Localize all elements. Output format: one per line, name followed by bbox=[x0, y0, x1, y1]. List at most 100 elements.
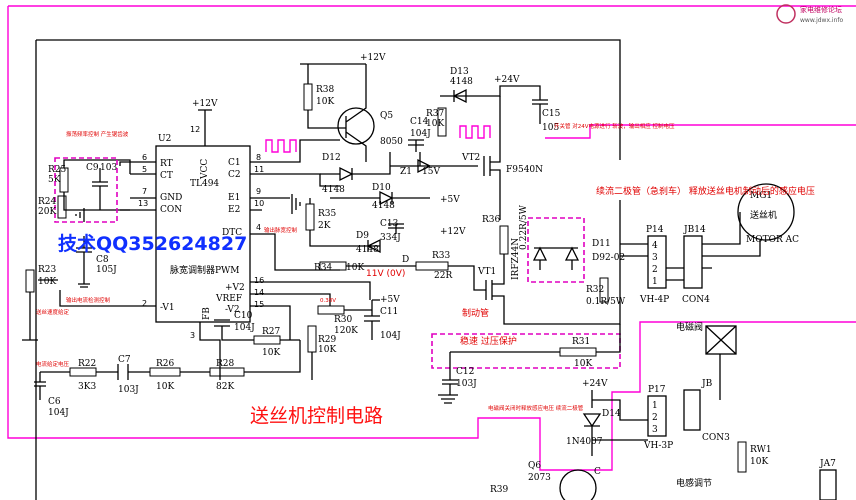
c11-capacitor bbox=[311, 299, 380, 380]
r22-ref: R22 bbox=[78, 359, 96, 369]
r34-ref: R34 bbox=[314, 263, 333, 273]
r31-ref: R31 bbox=[572, 337, 590, 347]
c8-ref: C8 bbox=[96, 255, 109, 265]
node-d: D bbox=[402, 255, 409, 265]
r33-resistor bbox=[415, 261, 449, 271]
pin-4: 4 bbox=[256, 223, 261, 232]
p17-pin-2: 2 bbox=[652, 413, 658, 423]
r27-resistor bbox=[253, 335, 281, 345]
node-11v: 11V (0V) bbox=[366, 269, 405, 279]
c7-capacitor bbox=[117, 364, 129, 380]
c14-ref: C14 bbox=[410, 117, 429, 127]
motor-type: MOTOR AC bbox=[746, 235, 799, 245]
note-freewheel: 续流二极管（急刹车） 释放送丝电机制动后的感应电压 bbox=[596, 185, 815, 197]
pin-13: 13 bbox=[138, 199, 148, 208]
r37-val: 10K bbox=[426, 119, 444, 129]
rail-24v: +24V bbox=[494, 75, 520, 85]
ic-pin-e1: E1 bbox=[228, 193, 240, 203]
d13-diode bbox=[440, 85, 548, 124]
ic-pin-vcc: VCC bbox=[200, 159, 210, 180]
c7-val: 103J bbox=[118, 385, 139, 395]
rail-12v-ic: +12V bbox=[192, 99, 218, 109]
p14-type: VH-4P bbox=[639, 295, 669, 305]
d12-diode bbox=[320, 152, 391, 182]
r29-ref: R29 bbox=[318, 335, 337, 345]
r23-wiper bbox=[22, 279, 58, 341]
pin-10: 10 bbox=[254, 199, 264, 208]
vt2-ref: VT2 bbox=[461, 153, 480, 163]
ic-u2-part: TL494 bbox=[190, 179, 219, 189]
r34-val: 10K bbox=[346, 263, 364, 273]
q5-leads bbox=[300, 63, 367, 162]
vt1-ref: VT1 bbox=[477, 267, 496, 277]
note-stabilize: 稳速 过压保护 bbox=[460, 335, 517, 347]
r37-ref: R37 bbox=[426, 109, 445, 119]
pin-3: 3 bbox=[190, 331, 195, 340]
d9-val: 4148 bbox=[356, 245, 379, 255]
r33-ref: R33 bbox=[432, 251, 451, 261]
solenoid-cross bbox=[705, 325, 737, 400]
pin-12: 12 bbox=[190, 125, 200, 134]
pin-16: 16 bbox=[254, 276, 264, 285]
vt2-mosfet bbox=[450, 96, 501, 220]
r29-resistor bbox=[307, 325, 317, 353]
c10-ref: C10 bbox=[234, 311, 253, 321]
board-boundary-right bbox=[545, 124, 856, 139]
p14-pin-2: 2 bbox=[652, 265, 658, 275]
jb-ref: JB bbox=[701, 379, 713, 389]
ic-pin-vref: VREF bbox=[215, 294, 242, 304]
r39-ref: R39 bbox=[490, 485, 509, 495]
d11-highlight bbox=[527, 217, 585, 283]
note-dead-time: 输出脉宽控制 bbox=[264, 226, 298, 234]
board-boundary bbox=[7, 5, 856, 471]
motor-label: 送丝机 bbox=[750, 209, 777, 221]
z1-val: 15V bbox=[422, 167, 440, 177]
r38-val: 10K bbox=[316, 97, 334, 107]
r31-val: 10K bbox=[574, 359, 592, 369]
c15-ref: C15 bbox=[542, 109, 561, 119]
watermark: 技术QQ352624827 bbox=[58, 232, 247, 255]
r35-resistor bbox=[305, 203, 315, 231]
frame-wire bbox=[35, 39, 621, 500]
r28-val: 82K bbox=[216, 382, 234, 392]
p17-pin-3: 3 bbox=[652, 425, 658, 435]
c12-val: 103J bbox=[456, 379, 477, 389]
rail-5v-b: +5V bbox=[380, 295, 400, 305]
r35-val: 2K bbox=[318, 221, 331, 231]
r37-resistor bbox=[437, 107, 447, 137]
c14-capacitor bbox=[408, 139, 424, 166]
pin-2: 2 bbox=[142, 299, 147, 308]
c8-capacitor bbox=[76, 236, 92, 288]
rw1-pot bbox=[737, 441, 747, 473]
logo-icon bbox=[776, 4, 796, 24]
motor-mg1 bbox=[737, 183, 795, 241]
ic-pin-fb: FB bbox=[202, 307, 212, 320]
r26-ref: R26 bbox=[156, 359, 175, 369]
r30-val: 120K bbox=[334, 326, 358, 336]
logo-line1: 家电维修论坛 bbox=[800, 5, 842, 14]
d12-ref: D12 bbox=[322, 153, 341, 163]
d14-val: 1N4007 bbox=[566, 437, 603, 447]
d9-diode bbox=[350, 238, 381, 254]
r26-val: 10K bbox=[156, 382, 174, 392]
pin-15: 15 bbox=[254, 300, 264, 309]
r22-val: 3K3 bbox=[78, 382, 96, 392]
c12-ref: C12 bbox=[456, 367, 474, 377]
r22-resistor bbox=[69, 367, 97, 377]
r27-val: 10K bbox=[262, 348, 280, 358]
r24-val: 20K bbox=[38, 207, 56, 217]
p17-ref: P17 bbox=[648, 385, 666, 395]
c11-val: 104J bbox=[380, 331, 401, 341]
ic-pin-dtc: DTC bbox=[222, 228, 242, 238]
d9-ref: D9 bbox=[356, 231, 369, 241]
rw1-val: 10K bbox=[750, 457, 768, 467]
p14-ref: P14 bbox=[646, 225, 664, 235]
jb14-ref: JB14 bbox=[683, 225, 706, 235]
r33-wires bbox=[400, 265, 486, 291]
solenoid-label: 电磁阀 bbox=[676, 321, 703, 333]
c7-ref: C7 bbox=[118, 355, 131, 365]
d13-ref: D13 bbox=[450, 67, 469, 77]
osc-highlight bbox=[54, 157, 118, 223]
ja7-ref: JA7 bbox=[819, 459, 836, 469]
c9-capacitor bbox=[63, 159, 131, 211]
